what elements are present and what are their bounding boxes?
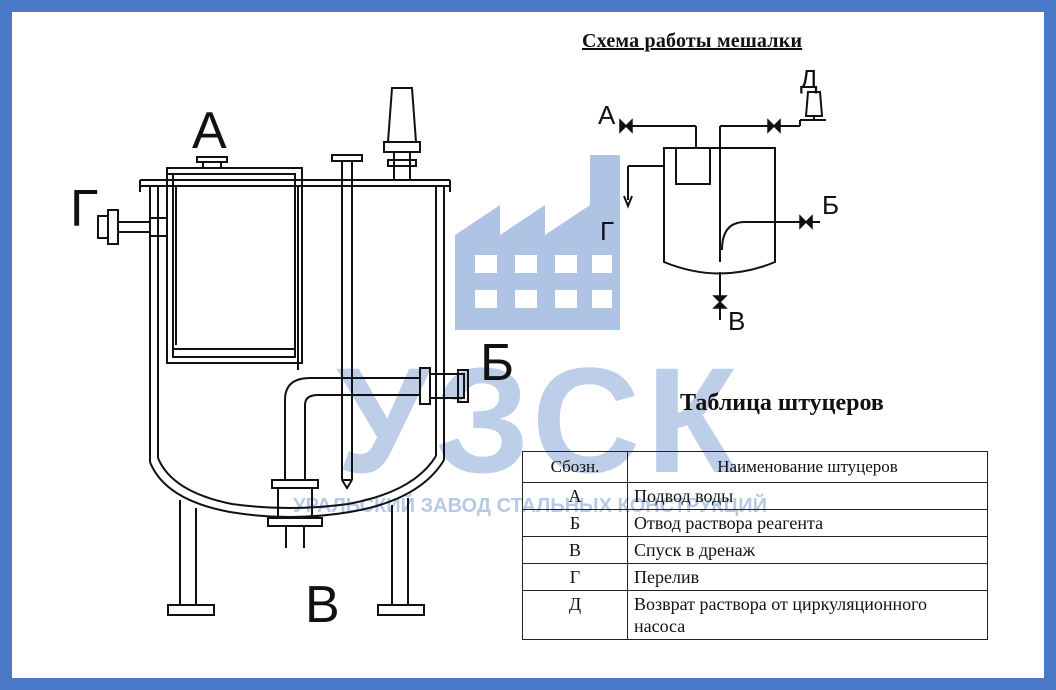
header-code: Сбозн. (522, 451, 628, 483)
scheme-label-g: Г (600, 216, 614, 246)
scheme-label-b: Б (822, 190, 839, 220)
table-header-row: Сбозн. Наименование штуцеров (522, 451, 988, 483)
table-row: В Спуск в дренаж (522, 536, 988, 564)
ports-table-title: Таблица штуцеров (680, 390, 884, 416)
row-code: В (522, 536, 628, 564)
label-b: Б (480, 334, 514, 392)
scheme-label-v: В (728, 306, 745, 336)
tank-drawing (97, 87, 469, 616)
row-name: Перелив (627, 563, 988, 591)
table-row: А Подвод воды (522, 482, 988, 510)
header-name: Наименование штуцеров (627, 451, 988, 483)
row-code: Б (522, 509, 628, 537)
row-code: Д (522, 590, 628, 640)
scheme-label-a: А (598, 100, 616, 130)
scheme-valves (619, 118, 813, 309)
row-name: Возврат раствора от циркуляционного насо… (627, 590, 988, 640)
row-code: Г (522, 563, 628, 591)
table-row: Г Перелив (522, 563, 988, 591)
table-row: Д Возврат раствора от циркуляционного на… (522, 590, 988, 640)
label-v: В (305, 576, 340, 634)
table-row: Б Отвод раствора реагента (522, 509, 988, 537)
label-g: Г (70, 180, 98, 238)
label-a: А (192, 102, 227, 160)
scheme-label-d: Д (800, 64, 818, 94)
scheme-title: Схема работы мешалки (582, 30, 803, 52)
row-name: Подвод воды (627, 482, 988, 510)
watermark-logo (455, 155, 620, 330)
row-code: А (522, 482, 628, 510)
flow-scheme (620, 91, 826, 320)
ports-table: Сбозн. Наименование штуцеров А Подвод во… (522, 451, 988, 640)
row-name: Отвод раствора реагента (627, 509, 988, 537)
row-name: Спуск в дренаж (627, 536, 988, 564)
